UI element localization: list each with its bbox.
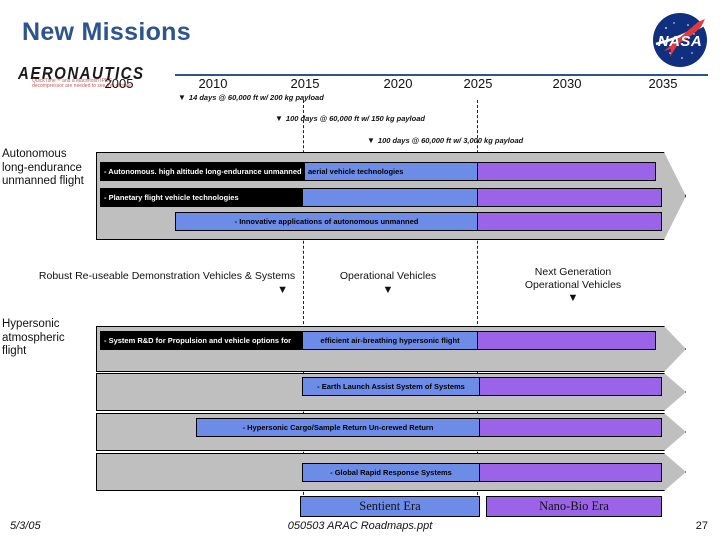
timeline-year-2015: 2015 (290, 76, 320, 91)
timeline-axis (175, 74, 708, 76)
timeline-year-2030: 2030 (552, 76, 582, 91)
aeronautics-wordmark: AERONAUTICS (18, 64, 145, 84)
task-bar-system-rd-propulsion[interactable]: - System R&D for Propulsion and vehicle … (100, 331, 656, 350)
footer-date: 5/3/05 (10, 520, 41, 532)
phase-caption-operational-vehicles: Operational Vehicles ▼ (313, 270, 463, 296)
phase-caption-line1: Next Generation (534, 266, 612, 278)
milestone-1-label: 14 days @ 60,000 ft w/ 200 kg payload (188, 93, 324, 102)
task-segment-blue: - Hypersonic Cargo/Sample Return Un-crew… (196, 418, 480, 437)
footer-filename: 050503 ARAC Roadmaps.ppt (287, 520, 433, 532)
section-label-autonomous: Autonomous long-endurance unmanned fligh… (2, 148, 84, 187)
task-segment-purple (478, 331, 656, 350)
task-segment-blue: aerial vehicle technologies (305, 162, 478, 181)
phase-caption-next-gen-operational: Next Generation Operational Vehicles ▼ (488, 266, 658, 305)
task-segment-black: - Planetary flight vehicle technologies (100, 188, 303, 207)
phase-caption-line1: Operational Vehicles (339, 270, 437, 282)
task-segment-purple (480, 377, 662, 396)
task-segment-blue (303, 188, 478, 207)
phase-caption-line2: Operational Vehicles (524, 278, 622, 291)
task-bar-planetary-flight[interactable]: - Planetary flight vehicle technologies (100, 188, 662, 207)
task-bar-hypersonic-cargo-return[interactable]: - Hypersonic Cargo/Sample Return Un-crew… (196, 418, 662, 437)
task-segment-purple (478, 162, 656, 181)
task-segment-purple (478, 188, 662, 207)
task-segment-blue: - Earth Launch Assist System of Systems (302, 377, 480, 396)
milestone-3-marker: ▼ (367, 136, 375, 145)
task-bar-earth-launch-assist[interactable]: - Earth Launch Assist System of Systems (302, 377, 662, 396)
milestone-2-marker: ▼ (275, 114, 283, 123)
phase-caption-robust-demo: Robust Re-useable Demonstration Vehicles… (38, 270, 296, 296)
milestone-3-label: 100 days @ 60,000 ft w/ 3,000 kg payload (377, 136, 524, 145)
task-segment-blue: efficient air-breathing hypersonic fligh… (303, 331, 478, 350)
aeronautics-logo: AERONAUTICS QuickTime™ and a Macintosh I… (18, 64, 158, 92)
task-bar-innovative-applications[interactable]: - Innovative applications of autonomous … (175, 212, 662, 231)
task-segment-blue: - Innovative applications of autonomous … (175, 212, 478, 231)
task-segment-purple (480, 463, 662, 482)
milestone-3: ▼100 days @ 60,000 ft w/ 3,000 kg payloa… (367, 136, 523, 145)
guide-line-2025 (477, 100, 478, 510)
task-bar-autonomous-aerial[interactable]: - Autonomous. high altitude long-enduran… (100, 162, 656, 181)
page-title: New Missions (22, 18, 191, 46)
task-segment-purple (478, 212, 662, 231)
guide-line-2015 (303, 100, 304, 510)
quicktime-placeholder-text: QuickTime™ and a Macintosh IPEG decompre… (32, 78, 133, 89)
task-segment-black: - System R&D for Propulsion and vehicle … (100, 331, 303, 350)
phase-caption-line1: Robust Re-useable Demonstration Vehicles… (38, 270, 296, 282)
timeline-year-2005: 2005 (104, 76, 134, 91)
timeline-year-2035: 2035 (648, 76, 678, 91)
milestone-2: ▼100 days @ 60,000 ft w/ 150 kg payload (275, 114, 425, 123)
legend-sentient-era: Sentient Era (300, 496, 480, 517)
task-bar-global-rapid-response[interactable]: - Global Rapid Response Systems (302, 463, 662, 482)
task-segment-purple (480, 418, 662, 437)
milestone-1: ▼14 days @ 60,000 ft w/ 200 kg payload (178, 93, 324, 102)
section-label-hypersonic: Hypersonic atmospheric flight (2, 318, 65, 357)
task-segment-black: - Autonomous. high altitude long-enduran… (100, 162, 305, 181)
footer-page-number: 27 (695, 520, 708, 532)
task-segment-blue: - Global Rapid Response Systems (302, 463, 480, 482)
phase-marker: ▼ (382, 283, 394, 296)
phase-marker: ▼ (567, 292, 579, 304)
timeline-year-2020: 2020 (383, 76, 413, 91)
legend-nano-bio-era: Nano-Bio Era (486, 496, 662, 517)
milestone-2-label: 100 days @ 60,000 ft w/ 150 kg payload (285, 114, 425, 123)
timeline-year-2010: 2010 (198, 76, 228, 91)
timeline-year-2025: 2025 (463, 76, 493, 91)
phase-marker: ▼ (277, 283, 288, 296)
nasa-meatball-logo: NASA (648, 8, 712, 72)
milestone-1-marker: ▼ (178, 93, 186, 102)
svg-text:NASA: NASA (658, 33, 703, 50)
